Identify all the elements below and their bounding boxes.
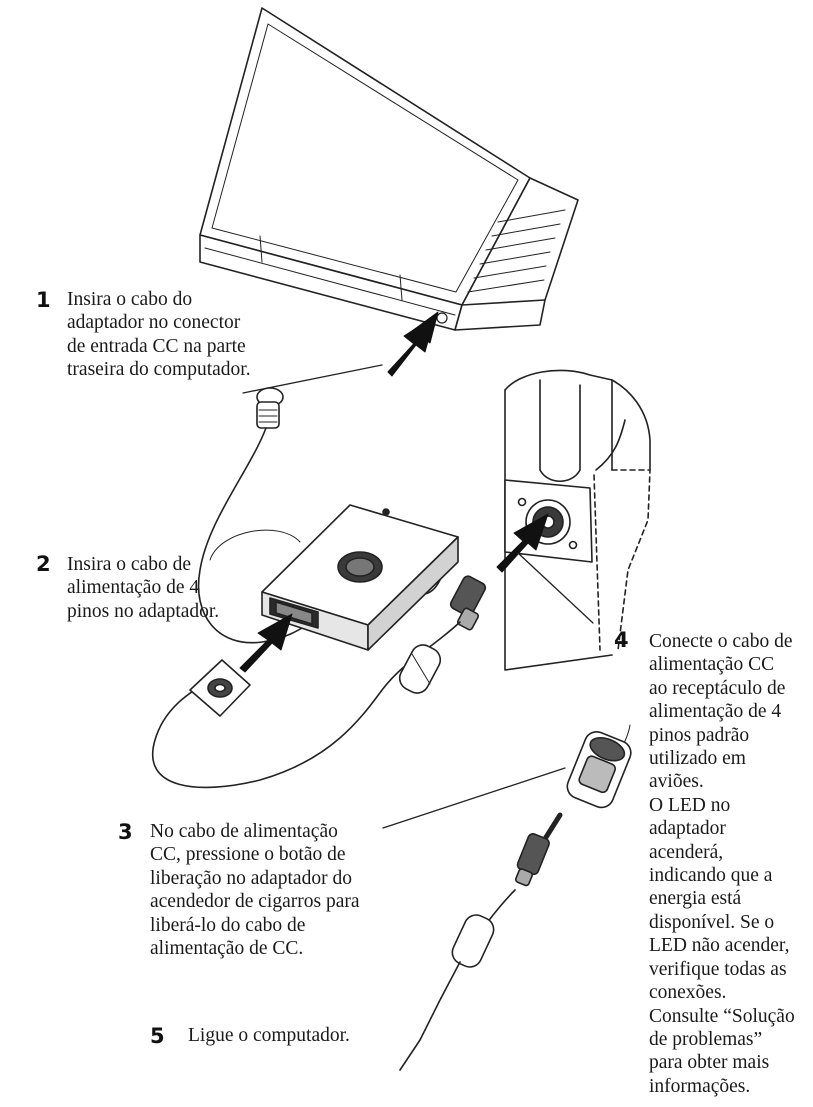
laptop-illustration xyxy=(199,7,579,331)
step-3-number: 3 xyxy=(118,820,133,844)
step-1-line: de entrada CC na parte xyxy=(67,335,246,357)
step-4-line: alimentação de 4 xyxy=(649,701,782,723)
step-4-line: para obter mais xyxy=(649,1052,770,1074)
step-4-line: conexões. xyxy=(649,982,727,1004)
step-3-line: alimentação de CC. xyxy=(150,938,304,960)
step-4-line: disponível. Se o xyxy=(649,911,775,933)
step-4-line: ao receptáculo de xyxy=(649,677,786,699)
step-4-number: 4 xyxy=(614,628,629,652)
step-2-line: Insira o cabo de xyxy=(67,554,191,575)
step-5-text: Ligue o computador. xyxy=(188,1024,350,1047)
step-4-line: alimentação CC xyxy=(649,654,775,676)
step-4-line: adaptador xyxy=(649,818,726,840)
step-3-line: liberação no adaptador do xyxy=(150,867,352,889)
step-4-line: verifique todas as xyxy=(649,958,787,980)
step-4-line: acenderá, xyxy=(649,841,724,863)
arrow-icon xyxy=(239,613,293,673)
step-1-line: traseira do computador. xyxy=(67,359,251,381)
step-4-line: Conecte o cabo de xyxy=(649,631,793,652)
step-3-line: No cabo de alimentação xyxy=(150,821,338,842)
step-2-text: Insira o cabo de alimentação de 4 pinos … xyxy=(67,553,219,623)
step-4-line: aviões. xyxy=(649,771,704,793)
step-3-line: CC, pressione o botão de xyxy=(150,844,346,866)
step-1-text: Insira o cabo do adaptador no conector d… xyxy=(67,288,251,382)
step-2-line: pinos no adaptador. xyxy=(67,600,220,622)
step-3-line: acendedor de cigarros para xyxy=(150,891,360,913)
step-2-number: 2 xyxy=(36,552,51,576)
step-3-line: liberá-lo do cabo de xyxy=(150,914,306,936)
step-3-text: No cabo de alimentação CC, pressione o b… xyxy=(150,820,360,960)
step-1-line: adaptador no conector xyxy=(67,312,241,334)
insert-arrows xyxy=(239,311,549,673)
step-1-line: Insira o cabo do xyxy=(67,289,193,310)
step-4-line: indicando que a xyxy=(649,865,773,887)
step-4-line: LED não acender, xyxy=(649,935,790,957)
step-1-number: 1 xyxy=(36,288,51,312)
step-4-line: informações. xyxy=(649,1075,751,1097)
lighter-adapter-release-illustration xyxy=(399,724,632,1071)
step-4-line: O LED no xyxy=(649,794,731,816)
step-4-line: Consulte “Solução xyxy=(649,1005,795,1027)
step-2-line: alimentação de 4 xyxy=(67,577,200,599)
step-5-line: Ligue o computador. xyxy=(188,1025,350,1046)
step-4-line: energia está xyxy=(649,888,742,910)
step-5-number: 5 xyxy=(150,1024,165,1048)
power-cable-illustration xyxy=(152,575,487,789)
step-4-line: pinos padrão xyxy=(649,724,750,746)
callout-lines xyxy=(242,364,594,829)
step-4-line: utilizado em xyxy=(649,748,746,770)
air-adapter-illustration xyxy=(261,504,459,651)
step-4-line: de problemas” xyxy=(649,1028,763,1050)
dc-plug-illustration xyxy=(256,387,284,429)
arrow-icon xyxy=(496,513,549,573)
airplane-receptacle-illustration xyxy=(504,369,651,671)
step-4-text: Conecte o cabo de alimentação CC ao rece… xyxy=(649,630,795,1098)
lighter-tip-illustration xyxy=(189,659,251,717)
